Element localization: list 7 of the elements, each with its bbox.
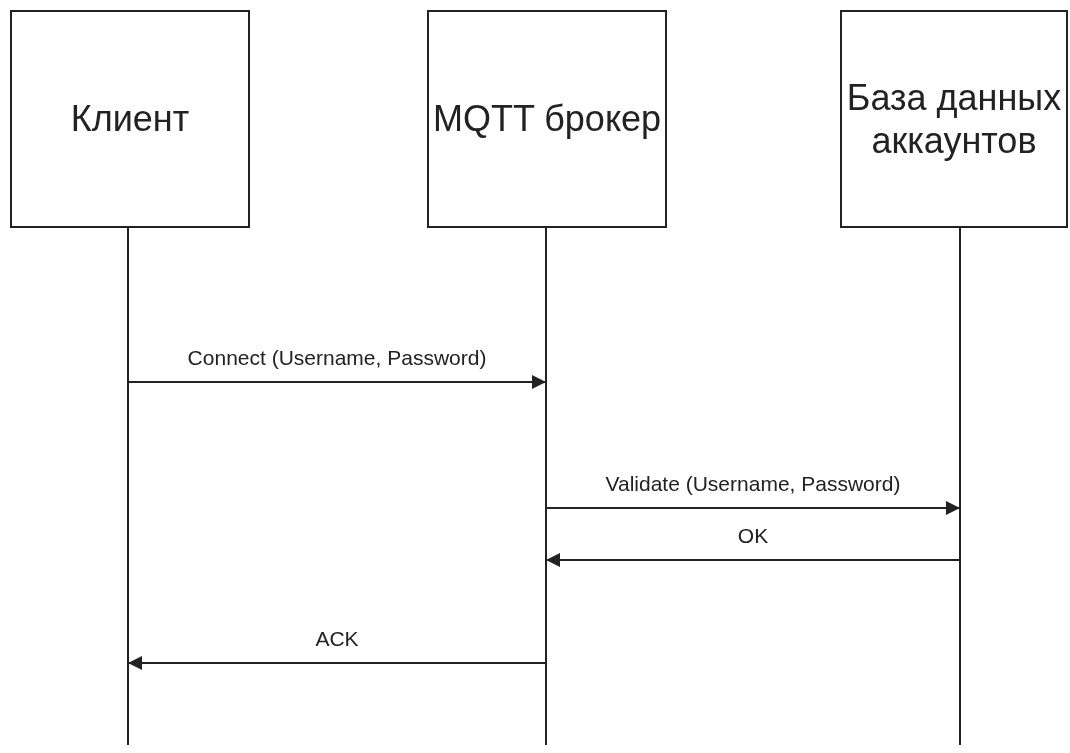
message-arrow [127, 375, 547, 389]
message-arrow [545, 553, 961, 567]
participant-name: Клиент [70, 97, 190, 141]
message-arrow [545, 501, 961, 515]
participant-name: База данных аккаунтов [845, 75, 1063, 163]
message-arrow [127, 656, 547, 670]
participant-name: MQTT брокер [432, 97, 662, 141]
